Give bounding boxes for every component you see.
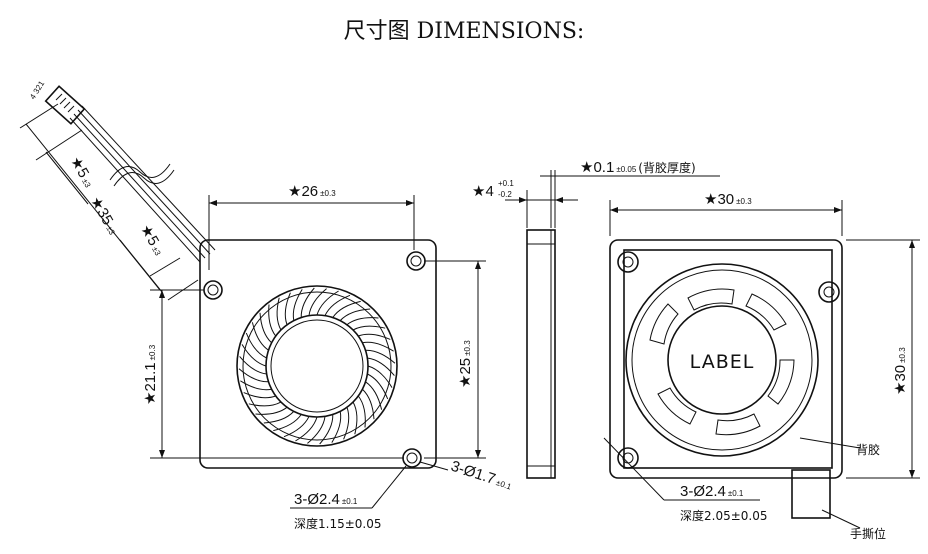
impeller-blade: [276, 297, 282, 331]
fan-outline: [199, 239, 437, 469]
hole-spec: 3-Ø2.4±0.1: [294, 491, 358, 508]
impeller-blade: [284, 292, 291, 325]
impeller-blade: [295, 416, 318, 442]
through-hole-spec: 3-Ø1.7±0.1: [449, 458, 515, 494]
impeller-blade: [300, 287, 315, 318]
pull-tab-label: 手撕位: [850, 526, 886, 541]
impeller-blade: [245, 332, 267, 359]
pull-tab: [791, 469, 831, 519]
impeller-blade: [362, 388, 375, 420]
adhesive-label: 背胶: [856, 442, 880, 457]
impeller-blade: [307, 416, 326, 444]
svg-text:-0.2: -0.2: [498, 190, 512, 199]
back-height-dim: ★30±0.3: [892, 347, 909, 395]
impeller-blade: [283, 416, 310, 438]
impeller-blade: [241, 344, 267, 367]
impeller-blade: [331, 411, 342, 443]
mount-hole-icon: [617, 447, 639, 469]
impeller-blade: [352, 325, 386, 331]
impeller-blade: [343, 407, 350, 440]
impeller-blade: [240, 380, 272, 391]
impeller-blade: [292, 289, 303, 321]
back-hole-spec: 3-Ø2.4±0.1: [680, 483, 744, 500]
back-view: LABEL 手撕位 背胶 ★30±0.3 ★30±0.3 3-Ø2.4±0.1 …: [603, 191, 920, 541]
cable-assembly: 4 321 ★5±3 ★35±3 ★5±3: [19, 79, 216, 301]
impeller-blade: [357, 395, 366, 428]
connector-icon: [44, 85, 86, 125]
cable-dim-c: ★5±3: [137, 222, 168, 259]
impeller-blade: [346, 317, 379, 326]
label-text: LABEL: [690, 351, 755, 373]
impeller-blade: [263, 411, 295, 424]
impeller-blade: [332, 300, 361, 318]
impeller-blade: [316, 290, 339, 316]
front-width-dim: ★26±0.3: [288, 183, 336, 200]
impeller-blade: [367, 357, 395, 376]
cable-dim-b: ★35±3: [87, 194, 122, 238]
impeller-blade: [324, 294, 351, 316]
impeller-blade: [238, 368, 269, 383]
back-outline: [609, 239, 843, 479]
impeller-blade: [248, 401, 282, 407]
impeller-blade: [273, 414, 302, 432]
impeller-blade: [243, 392, 276, 399]
mount-hole-icon: [617, 251, 639, 273]
impeller-blade: [268, 304, 277, 337]
impeller-blade: [352, 401, 358, 435]
mount-hole-icon: [203, 280, 223, 300]
back-hole-depth: 深度2.05±0.05: [680, 508, 768, 523]
adhesive-area: [623, 249, 833, 469]
impeller-blade: [319, 414, 334, 445]
impeller-blade: [367, 373, 389, 400]
impeller-icon: [236, 285, 398, 447]
mount-hole-icon: [818, 281, 840, 303]
impeller-blade: [358, 333, 391, 340]
adhesive-thickness-dim: ★0.1±0.05(背胶厚度): [580, 159, 696, 176]
cable-dim-a: ★5±3: [67, 154, 98, 191]
impeller-blade: [339, 308, 371, 321]
front-view: ★26±0.3 ★25±0.3 ★21.1±0.3 3-Ø2.4±0.1 深度1…: [142, 183, 515, 531]
hole-depth: 深度1.15±0.05: [294, 516, 382, 531]
impeller-blade: [367, 365, 393, 388]
front-height-dim: ★25±0.3: [457, 340, 474, 388]
mount-hole-icon: [406, 251, 426, 271]
hole-offset-dim: ★21.1±0.3: [142, 344, 159, 405]
mount-hole-icon: [402, 448, 422, 468]
impeller-blade: [255, 406, 288, 415]
impeller-blade: [365, 381, 383, 410]
impeller-blade: [365, 349, 396, 364]
impeller-blade: [239, 356, 267, 375]
impeller-blade: [362, 341, 394, 352]
impeller-blade: [251, 322, 269, 351]
impeller-blade: [308, 288, 327, 316]
impeller-blade: [259, 312, 272, 344]
side-profile: [526, 229, 556, 479]
back-width-dim: ★30±0.3: [704, 191, 752, 208]
side-thickness-dim: ★4: [472, 183, 494, 200]
side-view: ★4 +0.1 -0.2 ★0.1±0.05(背胶厚度): [472, 159, 720, 479]
connector-pins: 4 321: [28, 79, 47, 101]
svg-text:+0.1: +0.1: [498, 179, 514, 188]
page-title: 尺寸图 DIMENSIONS:: [344, 19, 585, 44]
